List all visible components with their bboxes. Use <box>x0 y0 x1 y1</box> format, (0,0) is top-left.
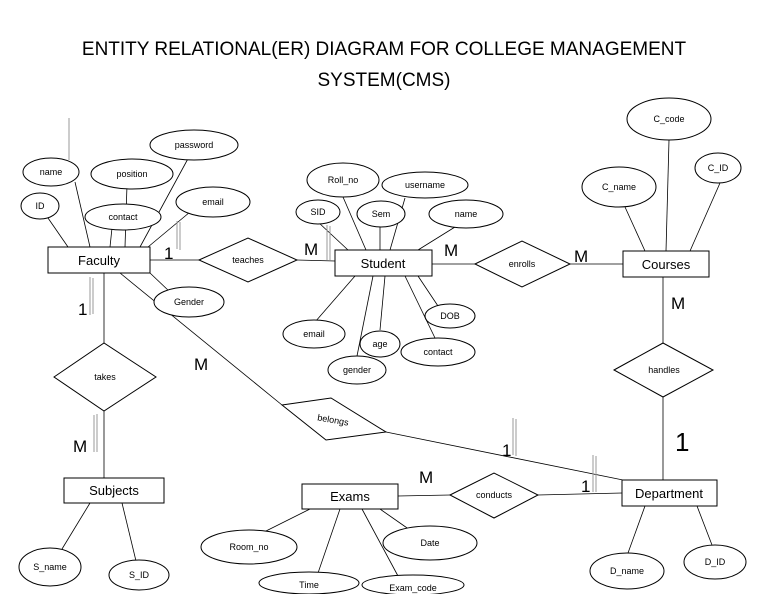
attribute-student-sem: Sem <box>356 200 406 228</box>
svg-text:Gender: Gender <box>174 297 204 307</box>
relationship-enrolls-label: enrolls <box>509 259 536 269</box>
svg-text:name: name <box>40 167 63 177</box>
relationship-belongs: belongs <box>280 397 388 441</box>
attribute-faculty-name: name <box>22 157 80 187</box>
entity-exams-label: Exams <box>330 489 370 504</box>
entity-department-label: Department <box>635 486 703 501</box>
attribute-courses-c-name: C_name <box>581 166 657 208</box>
svg-text:email: email <box>202 197 224 207</box>
cardinality-student-enrolls: M <box>444 241 458 260</box>
cardinality-enrolls-courses: M <box>574 247 588 266</box>
svg-text:contact: contact <box>423 347 453 357</box>
svg-text:D_ID: D_ID <box>705 557 726 567</box>
svg-text:SID: SID <box>310 207 326 217</box>
svg-text:Exam_code: Exam_code <box>389 583 437 593</box>
attribute-courses-c-id: C_ID <box>694 152 742 184</box>
cardinality-belongs-department: 1 <box>502 441 511 460</box>
attribute-exams-time: Time <box>258 571 360 594</box>
entity-subjects: Subjects <box>63 477 165 504</box>
entity-department: Department <box>621 479 718 507</box>
attribute-faculty-id: ID <box>20 192 60 220</box>
entity-subjects-label: Subjects <box>89 483 139 498</box>
relationship-enrolls: enrolls <box>473 240 572 288</box>
svg-text:password: password <box>175 140 214 150</box>
relationship-teaches: teaches <box>197 237 299 283</box>
attribute-student-name: name <box>428 199 504 229</box>
participation-marks <box>68 118 597 492</box>
attribute-student-email: email <box>282 319 346 349</box>
attribute-exams-date: Date <box>382 525 478 561</box>
svg-text:username: username <box>405 180 445 190</box>
entity-courses-label: Courses <box>642 257 691 272</box>
relationship-takes-label: takes <box>94 372 116 382</box>
attribute-student-dob: DOB <box>424 303 476 329</box>
cardinality-conducts-department: 1 <box>581 477 590 496</box>
cardinality-teaches-student: M <box>304 240 318 259</box>
attribute-department-d-name: D_name <box>589 552 665 590</box>
svg-text:Room_no: Room_no <box>229 542 268 552</box>
attribute-student-sid: SID <box>295 199 341 225</box>
svg-text:email: email <box>303 329 325 339</box>
svg-text:position: position <box>116 169 147 179</box>
svg-text:D_name: D_name <box>610 566 644 576</box>
connector-lines <box>47 139 721 577</box>
cardinality-faculty-belongs: M <box>194 355 208 374</box>
cardinality-handles-department: 1 <box>675 427 689 457</box>
cardinality-exams-conducts: M <box>419 468 433 487</box>
cardinality-faculty-takes: 1 <box>78 300 87 319</box>
svg-text:Sem: Sem <box>372 209 391 219</box>
entity-exams: Exams <box>301 483 399 510</box>
attribute-exams-room-no: Room_no <box>200 529 298 565</box>
attribute-faculty-contact: contact <box>84 203 162 231</box>
relationship-handles: handles <box>612 342 715 398</box>
attribute-subjects-s-name: S_name <box>18 547 82 587</box>
svg-text:age: age <box>372 339 387 349</box>
svg-text:contact: contact <box>108 212 138 222</box>
diagram-title-line1: ENTITY RELATIONAL(ER) DIAGRAM FOR COLLEG… <box>82 39 687 60</box>
attribute-faculty-password: password <box>149 129 239 161</box>
cardinality-takes-subjects: M <box>73 437 87 456</box>
entity-faculty: Faculty <box>47 246 151 274</box>
relationship-conducts: conducts <box>448 472 540 519</box>
relationship-conducts-label: conducts <box>476 490 513 500</box>
entity-courses: Courses <box>622 250 710 278</box>
svg-text:S_name: S_name <box>33 562 67 572</box>
attribute-faculty-position: position <box>90 158 174 190</box>
attribute-student-username: username <box>381 171 469 199</box>
attribute-department-d-id: D_ID <box>683 544 747 580</box>
relationship-takes: takes <box>53 342 157 412</box>
attribute-exams-exam-code: Exam_code <box>361 574 465 594</box>
attribute-faculty-email: email <box>175 186 251 218</box>
attribute-student-gender: gender <box>327 355 387 385</box>
svg-text:C_name: C_name <box>602 182 636 192</box>
svg-text:Time: Time <box>299 580 319 590</box>
svg-text:Roll_no: Roll_no <box>328 175 359 185</box>
svg-text:C_ID: C_ID <box>708 163 729 173</box>
attribute-student-contact: contact <box>400 337 476 367</box>
attribute-courses-c-code: C_code <box>626 97 712 141</box>
entity-student: Student <box>334 249 433 277</box>
entity-student-label: Student <box>361 256 406 271</box>
svg-text:S_ID: S_ID <box>129 570 150 580</box>
svg-text:C_code: C_code <box>653 114 684 124</box>
svg-text:DOB: DOB <box>440 311 460 321</box>
cardinality-faculty-teaches: 1 <box>164 244 173 263</box>
attribute-student-age: age <box>359 330 401 358</box>
svg-text:gender: gender <box>343 365 371 375</box>
relationship-teaches-label: teaches <box>232 255 264 265</box>
attribute-subjects-s-id: S_ID <box>108 559 170 591</box>
svg-text:ID: ID <box>36 201 46 211</box>
attribute-faculty-gender: Gender <box>153 286 225 318</box>
attribute-student-roll-no: Roll_no <box>306 162 380 198</box>
relationship-handles-label: handles <box>648 365 680 375</box>
diagram-title-line2: SYSTEM(CMS) <box>318 70 451 91</box>
svg-text:Date: Date <box>420 538 439 548</box>
entity-faculty-label: Faculty <box>78 253 120 268</box>
cardinality-courses-handles: M <box>671 294 685 313</box>
svg-text:name: name <box>455 209 478 219</box>
